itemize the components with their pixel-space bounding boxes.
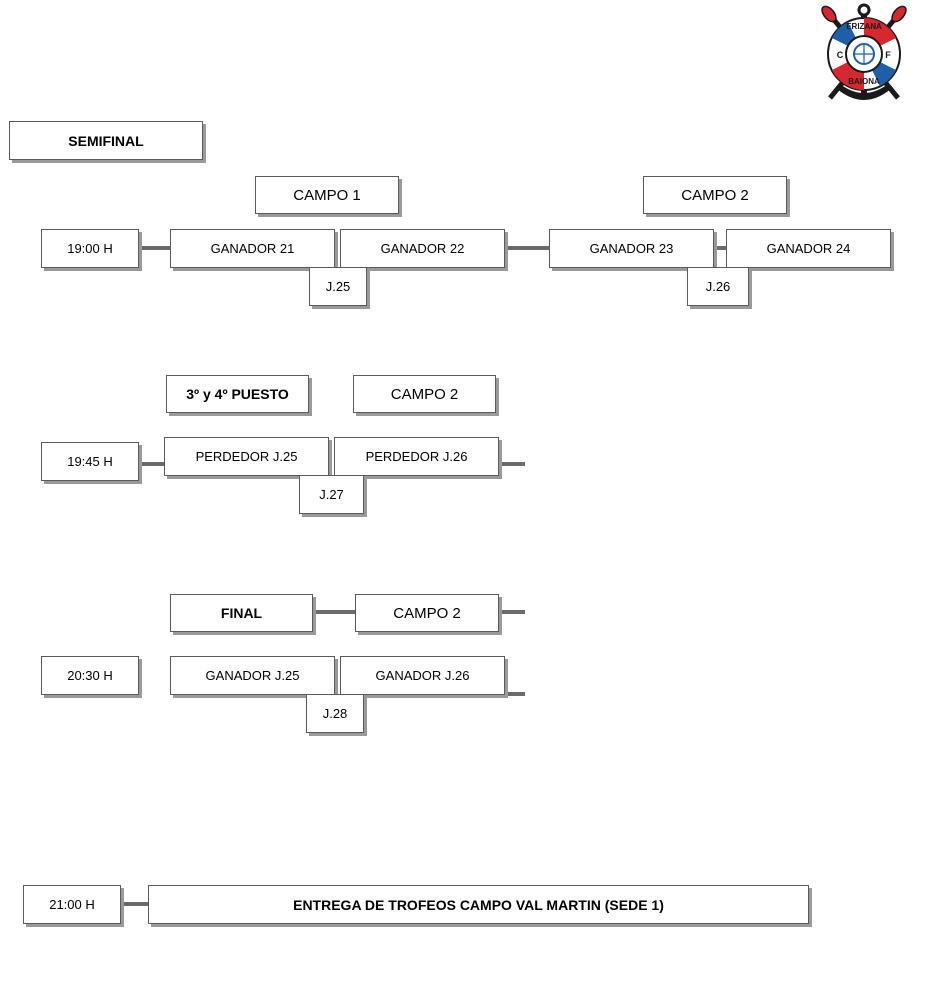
- semifinal-campo-1: CAMPO 1: [255, 176, 399, 214]
- semifinal-title: SEMIFINAL: [9, 121, 203, 160]
- third-place-campo: CAMPO 2: [353, 375, 496, 413]
- game-j28: J.28: [306, 694, 364, 733]
- connector: [504, 246, 550, 250]
- final-campo: CAMPO 2: [355, 594, 499, 632]
- semifinal-team-ganador-24: GANADOR 24: [726, 229, 891, 268]
- final-title: FINAL: [170, 594, 313, 632]
- connector: [504, 692, 525, 696]
- anchor-icon: [836, 84, 892, 100]
- game-j26: J.26: [687, 267, 749, 306]
- final-team-ganador-j26: GANADOR J.26: [340, 656, 505, 695]
- connector: [121, 902, 149, 906]
- game-j27: J.27: [299, 475, 364, 514]
- svg-text:BAIONA: BAIONA: [848, 77, 880, 86]
- trophies-ceremony: ENTREGA DE TROFEOS CAMPO VAL MARTIN (SED…: [148, 885, 809, 924]
- semifinal-team-ganador-23: GANADOR 23: [549, 229, 714, 268]
- connector: [139, 246, 171, 250]
- connector: [714, 246, 726, 250]
- final-team-ganador-j25: GANADOR J.25: [170, 656, 335, 695]
- final-time: 20:30 H: [41, 656, 139, 695]
- connector: [499, 462, 525, 466]
- club-logo: ERIZANA BAIONA C F: [821, 3, 907, 100]
- trophies-time: 21:00 H: [23, 885, 121, 924]
- connector: [499, 610, 525, 614]
- semifinal-team-ganador-22: GANADOR 22: [340, 229, 505, 268]
- svg-text:F: F: [885, 50, 891, 60]
- third-place-time: 19:45 H: [41, 442, 139, 481]
- game-j25: J.25: [309, 267, 367, 306]
- semifinal-campo-2: CAMPO 2: [643, 176, 787, 214]
- third-place-title: 3º y 4º PUESTO: [166, 375, 309, 413]
- connector: [313, 610, 356, 614]
- semifinal-team-ganador-21: GANADOR 21: [170, 229, 335, 268]
- third-place-team-perdedor-j25: PERDEDOR J.25: [164, 437, 329, 476]
- svg-text:ERIZANA: ERIZANA: [846, 22, 882, 31]
- anchor-ring-icon: [857, 3, 871, 17]
- third-place-team-perdedor-j26: PERDEDOR J.26: [334, 437, 499, 476]
- svg-text:C: C: [837, 50, 844, 60]
- connector: [139, 462, 165, 466]
- semifinal-time: 19:00 H: [41, 229, 139, 268]
